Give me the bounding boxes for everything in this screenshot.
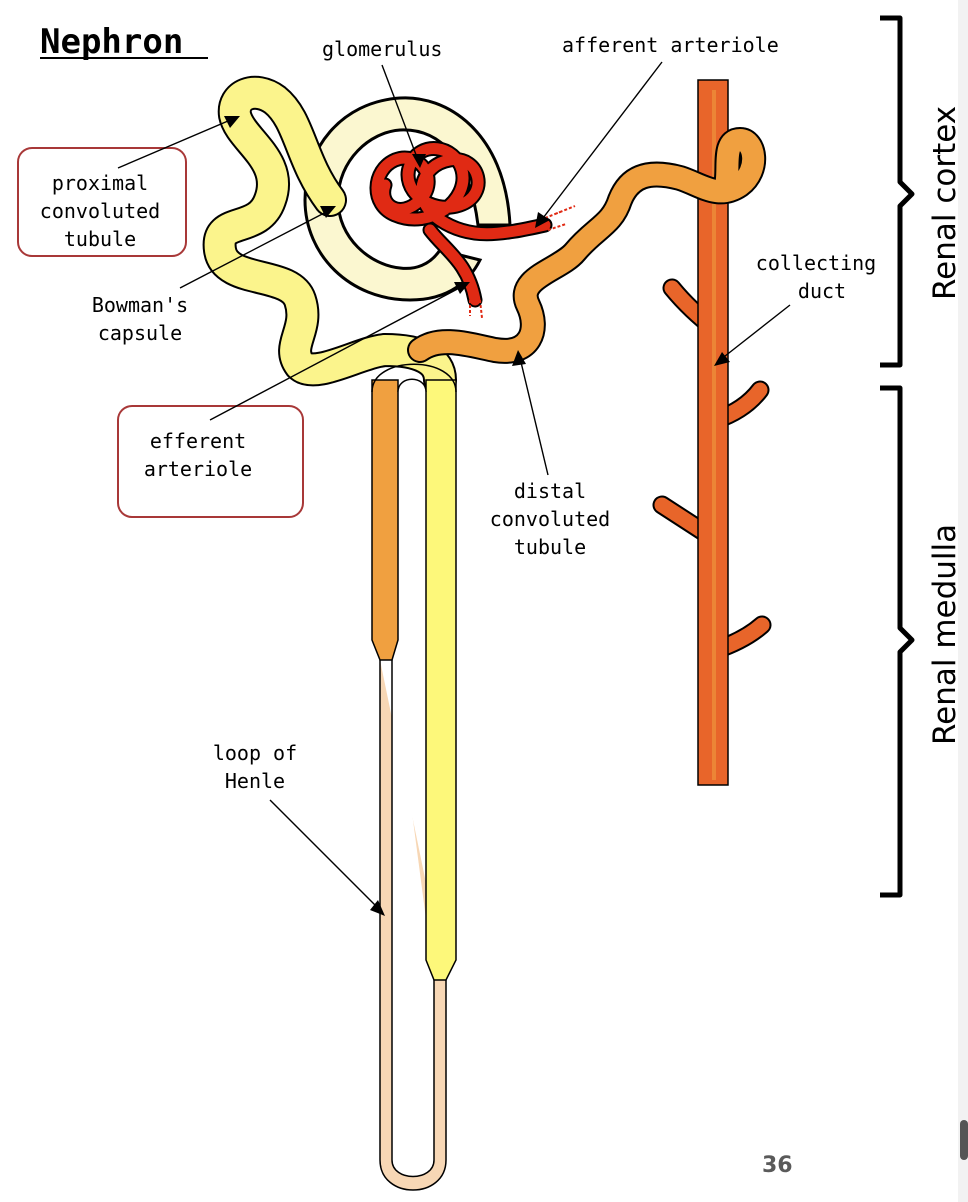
label-proximal-line1: proximal (52, 171, 148, 195)
label-bowmans-line2: capsule (98, 321, 182, 345)
label-proximal-line2: convoluted (40, 199, 160, 223)
highlight-box-proximal (17, 147, 187, 257)
label-afferent-arteriole: afferent arteriole (562, 33, 779, 57)
label-distal-line2: convoluted (490, 507, 610, 531)
label-collecting-line1: collecting (756, 251, 876, 275)
diagram-title: Nephron (40, 22, 183, 62)
label-distal-line3: tubule (514, 535, 586, 559)
label-proximal-line3: tubule (64, 227, 136, 251)
label-bowmans-line1: Bowman's (92, 293, 188, 317)
collecting-duct (652, 79, 772, 786)
proximal-convoluted-tubule (202, 75, 457, 397)
label-collecting-line2: duct (798, 279, 846, 303)
bracket-renal-cortex (880, 15, 915, 368)
collecting-duct-branches (652, 278, 772, 660)
scroll-handle[interactable] (960, 1120, 968, 1160)
label-distal-line1: distal (514, 479, 586, 503)
label-loop-line2: Henle (225, 769, 285, 793)
label-efferent-line1: efferent (150, 429, 246, 453)
right-edge-strip (958, 0, 968, 1202)
label-renal-cortex: Renal cortex (927, 106, 963, 300)
label-renal-medulla: Renal medulla (927, 524, 963, 745)
page-number: 36 (762, 1153, 793, 1178)
bracket-renal-medulla (880, 385, 915, 898)
label-efferent-line2: arteriole (144, 457, 252, 481)
leader-lines (117, 61, 791, 916)
loop-of-henle (371, 363, 457, 1191)
label-loop-line1: loop of (213, 741, 297, 765)
highlight-box-efferent (117, 405, 304, 518)
distal-convoluted-tubule (407, 127, 767, 364)
label-glomerulus: glomerulus (322, 37, 442, 61)
